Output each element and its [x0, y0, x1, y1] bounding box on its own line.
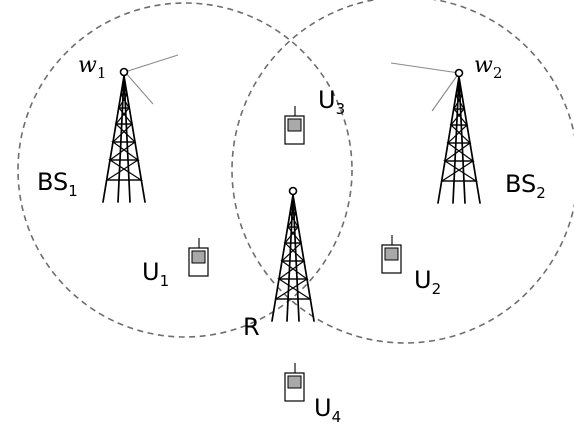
w2-beam-lines — [390, 62, 460, 112]
u2-mobile-phone-icon — [381, 235, 402, 274]
u2-label: U2 — [414, 266, 441, 298]
relay-label: R — [243, 313, 260, 341]
u4-label: U4 — [314, 394, 341, 426]
bs2-tower-icon — [437, 68, 481, 204]
bs1-tower-icon — [102, 67, 146, 203]
u4-mobile-phone-icon — [284, 363, 305, 402]
bs1-label: BS1 — [37, 168, 78, 200]
u3-label: U3 — [318, 86, 345, 118]
u1-mobile-phone-icon — [188, 238, 209, 277]
w1-label: w1 — [78, 53, 106, 82]
bs1-coverage-circle — [17, 2, 353, 338]
relay-tower-icon — [271, 186, 315, 322]
bs2-label: BS2 — [505, 170, 546, 202]
w1-beam-lines — [124, 54, 179, 105]
u1-label: U1 — [142, 258, 169, 290]
u3-mobile-phone-icon — [284, 106, 305, 145]
w2-label: w2 — [474, 53, 502, 82]
